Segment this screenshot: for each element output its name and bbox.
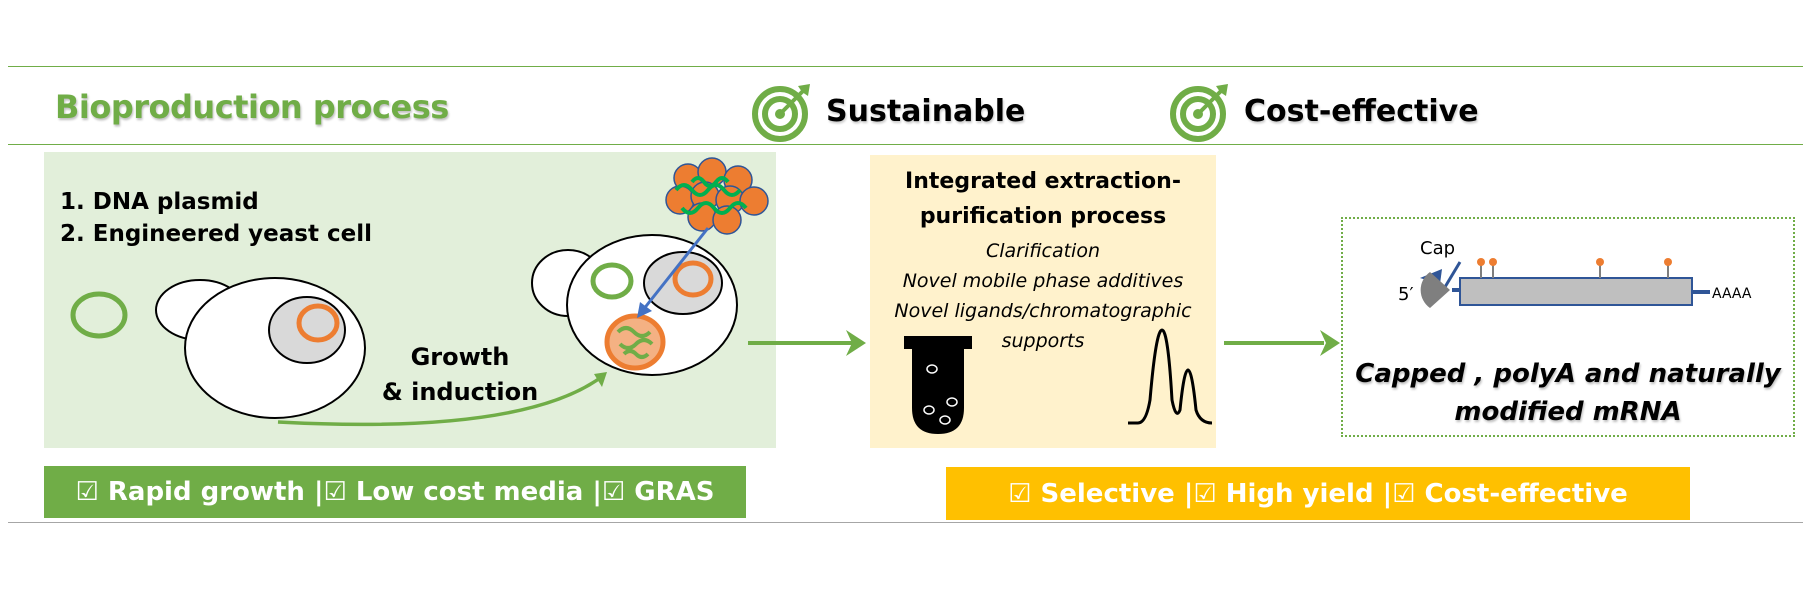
purification-title-line: Integrated extraction- <box>905 169 1181 194</box>
page-title: Bioproduction process <box>55 88 449 126</box>
bioproduction-steps: 1. DNA plasmid 2. Engineered yeast cell <box>60 186 372 250</box>
benefits-bar-bioproduction: ☑ Rapid growth | ☑ Low cost media | ☑ GR… <box>44 466 746 518</box>
purification-item: Clarification <box>985 240 1101 262</box>
top-rule <box>8 66 1803 67</box>
chromatogram-icon <box>1128 328 1213 425</box>
engineered-yeast-cell-icon <box>531 234 738 376</box>
purification-item: supports <box>1001 330 1085 352</box>
polya-label: AAAA <box>1712 286 1752 302</box>
goal-label: Cost-effective <box>1244 93 1479 129</box>
goal-label: Sustainable <box>826 93 1026 129</box>
mrna-caption-line: modified mRNA <box>1454 397 1682 427</box>
bar-separator: | <box>1373 478 1393 509</box>
benefit-item: ☑ High yield <box>1193 478 1374 509</box>
mrna-caption-line: Capped , polyA and naturally <box>1355 359 1781 389</box>
purification-title: Integrated extraction- purification proc… <box>870 164 1216 234</box>
purification-items: Clarification Novel mobile phase additiv… <box>870 236 1216 356</box>
step-item: 1. DNA plasmid <box>60 189 259 215</box>
purification-item: Novel mobile phase additives <box>902 270 1184 292</box>
mrna-caption: Capped , polyA and naturally modified mR… <box>1341 355 1795 431</box>
growth-label: Growth & induction <box>370 340 550 410</box>
header-rule <box>8 144 1803 145</box>
target-icon <box>1170 84 1228 142</box>
benefits-bar-purification: ☑ Selective | ☑ High yield | ☑ Cost-effe… <box>946 467 1690 520</box>
bottom-rule <box>8 522 1803 523</box>
bar-separator: | <box>1174 478 1194 509</box>
benefit-item: ☑ Low cost media <box>323 477 584 507</box>
bar-separator: | <box>304 477 324 507</box>
mrna-panel <box>1341 217 1795 437</box>
step-item: 2. Engineered yeast cell <box>60 221 372 247</box>
column-tube-icon <box>904 336 972 434</box>
benefit-item: ☑ Cost-effective <box>1392 478 1628 509</box>
mrna-molecule-icon <box>1420 258 1710 308</box>
yeast-cell-icon <box>155 277 366 419</box>
plasmid-icon <box>70 291 128 339</box>
benefit-item: ☑ GRAS <box>601 477 715 507</box>
purification-title-line: purification process <box>919 204 1167 229</box>
goal-sustainable: Sustainable <box>752 80 1025 142</box>
benefit-item: ☑ Rapid growth <box>75 477 305 507</box>
bar-separator: | <box>583 477 602 507</box>
induction-line: & induction <box>381 378 539 406</box>
mrna-cluster-icon <box>665 157 769 235</box>
cap-label: Cap <box>1420 238 1455 259</box>
goal-cost-effective: Cost-effective <box>1170 80 1479 142</box>
purification-item: Novel ligands/chromatographic <box>894 300 1192 322</box>
benefit-item: ☑ Selective <box>1008 478 1175 509</box>
target-icon <box>752 84 810 142</box>
five-prime-label: 5′ <box>1398 284 1414 305</box>
growth-line: Growth <box>410 343 510 371</box>
